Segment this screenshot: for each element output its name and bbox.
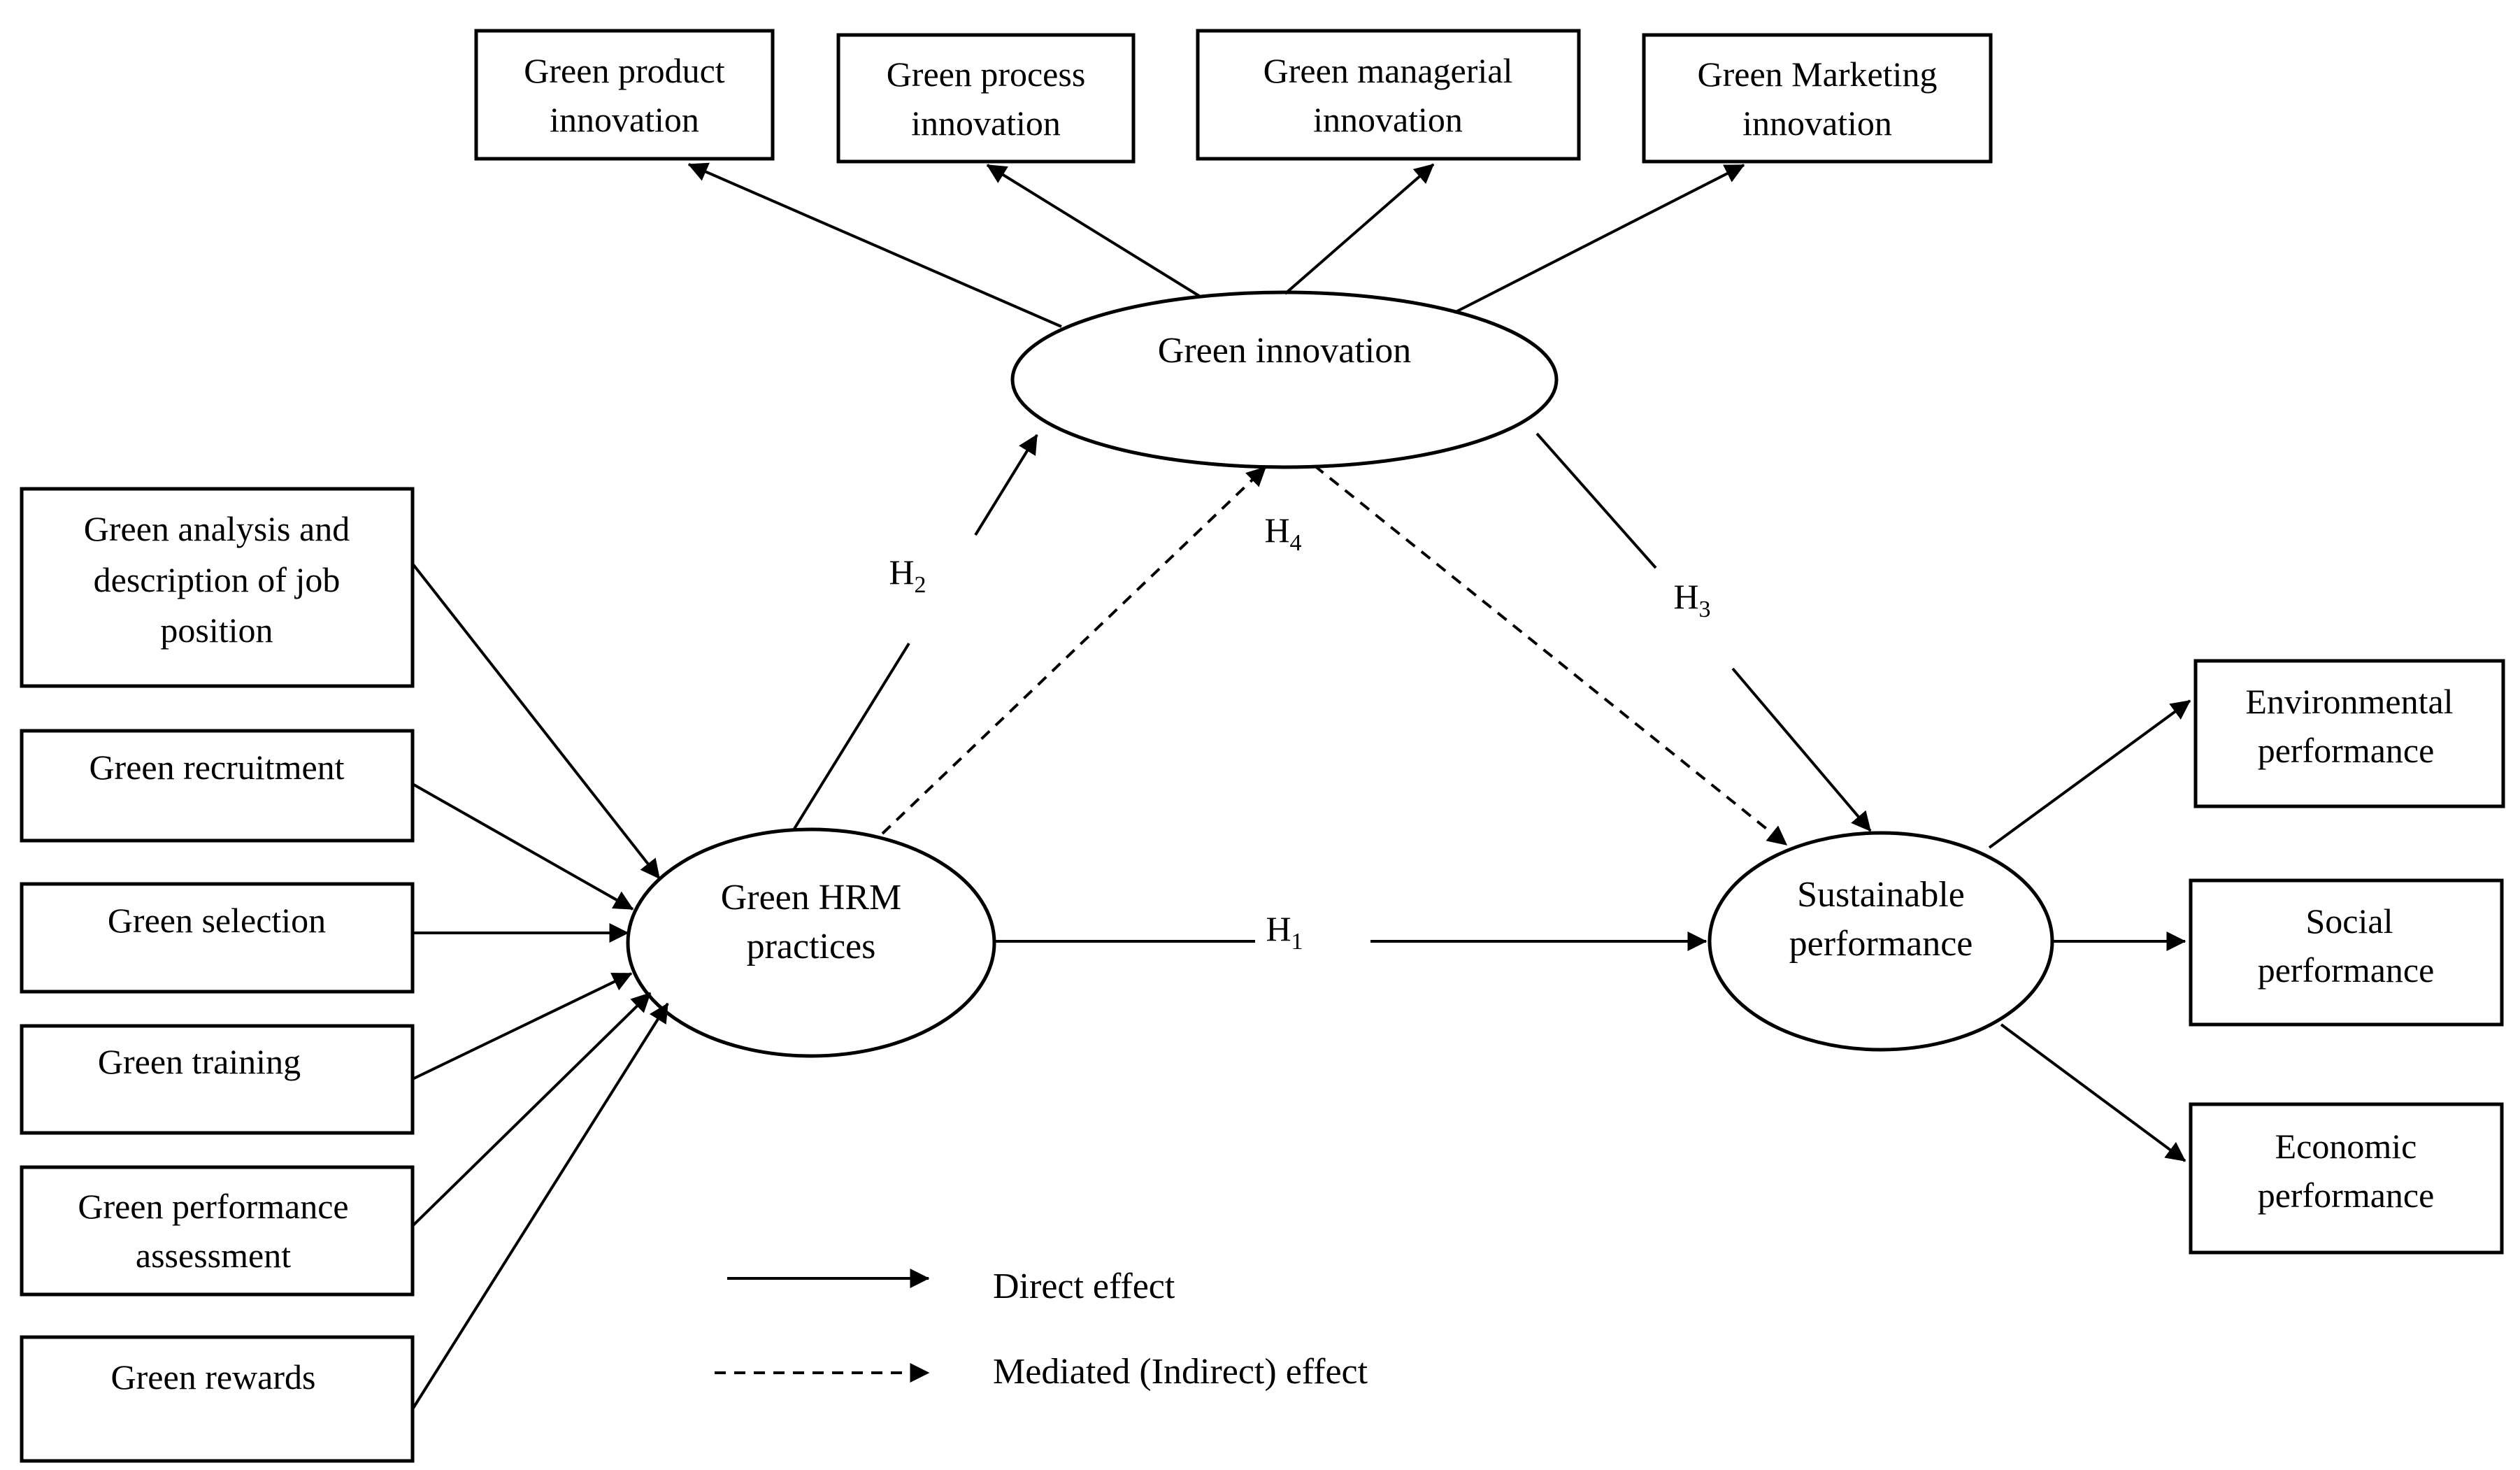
ellipse-label: Green innovation (1158, 331, 1411, 371)
box-label: performance (2258, 731, 2435, 770)
box-label: Environmental (2245, 682, 2453, 721)
green-hrm-practices-ellipse: Green HRM practices (626, 827, 996, 1058)
h4-mediated-path-in (881, 466, 1267, 835)
box-label: Economic (2275, 1127, 2417, 1166)
green-marketing-innovation-box: Green Marketing innovation (1642, 33, 1993, 164)
box-label: Green selection (108, 901, 326, 940)
arrow-from-job-analysis (411, 562, 661, 880)
h2-path-segment (793, 642, 910, 830)
h4-label: H4 (1264, 511, 1301, 556)
arrow-to-environmental-performance (1988, 699, 2191, 849)
box-label: performance (2258, 1176, 2435, 1215)
box-label: Green analysis and (84, 509, 350, 548)
arrow-from-performance-assessment (411, 992, 652, 1227)
legend-direct-label: Direct effect (993, 1266, 1175, 1306)
h3-label: H3 (1673, 577, 1710, 622)
box-label: Green Marketing (1698, 55, 1938, 94)
box-label: innovation (550, 100, 699, 139)
box-label: Green product (524, 51, 724, 90)
h3-path-segment (1535, 432, 1657, 569)
ellipse-label: practices (747, 927, 876, 966)
ellipse-label: Sustainable (1797, 875, 1965, 915)
h1-label: H1 (1266, 909, 1303, 955)
arrow-to-marketing-innovation (1454, 164, 1745, 314)
arrow-to-process-innovation (986, 164, 1203, 299)
arrow-from-training (412, 972, 633, 1080)
box-label: innovation (911, 104, 1061, 143)
green-product-innovation-box: Green product innovation (474, 29, 775, 161)
box-label: Green performance (78, 1187, 348, 1226)
green-selection-box: Green selection (20, 882, 415, 994)
green-innovation-ellipse: Green innovation (1010, 290, 1559, 469)
ellipse-label: Green HRM (721, 878, 902, 918)
economic-performance-box: Economic performance (2189, 1102, 2504, 1255)
legend-mediated-label: Mediated (Indirect) effect (993, 1352, 1368, 1392)
box-label: innovation (1313, 100, 1463, 139)
green-recruitment-box: Green recruitment (20, 729, 415, 843)
box-label: Green managerial (1263, 51, 1513, 90)
green-process-innovation-box: Green process innovation (836, 33, 1136, 164)
arrow-to-product-innovation (687, 162, 1062, 328)
arrow-to-managerial-innovation (1284, 163, 1435, 295)
box-label: assessment (136, 1236, 291, 1275)
box-label: position (160, 611, 273, 650)
arrow-from-rewards (411, 1002, 669, 1411)
h4-mediated-path-out (1313, 464, 1788, 846)
box-label: Green training (98, 1042, 301, 1081)
box-label: innovation (1742, 104, 1892, 143)
box-label: performance (2258, 950, 2435, 990)
green-training-box: Green training (20, 1024, 415, 1135)
h3-path-arrow (1731, 667, 1872, 832)
box-label: Green rewards (111, 1357, 316, 1397)
sustainable-performance-ellipse: Sustainable performance (1708, 831, 2054, 1052)
environmental-performance-box: Environmental performance (2193, 659, 2505, 808)
ellipse-label: performance (1789, 924, 1973, 964)
green-managerial-innovation-box: Green managerial innovation (1196, 29, 1581, 161)
arrow-from-recruitment (412, 783, 634, 911)
box-label: description of job (94, 560, 341, 599)
h2-label: H2 (889, 552, 926, 598)
arrow-to-economic-performance (2000, 1023, 2186, 1162)
green-performance-assessment-box: Green performance assessment (20, 1165, 415, 1297)
legend: Direct effect Mediated (Indirect) effect (715, 1266, 1368, 1392)
box-label: Green recruitment (89, 748, 344, 787)
social-performance-box: Social performance (2189, 878, 2504, 1027)
green-job-analysis-box: Green analysis and description of job po… (20, 487, 415, 688)
box-label: Green process (887, 55, 1086, 94)
box-label: Social (2306, 901, 2393, 941)
h2-path-arrow (974, 434, 1038, 536)
green-rewards-box: Green rewards (20, 1335, 415, 1463)
